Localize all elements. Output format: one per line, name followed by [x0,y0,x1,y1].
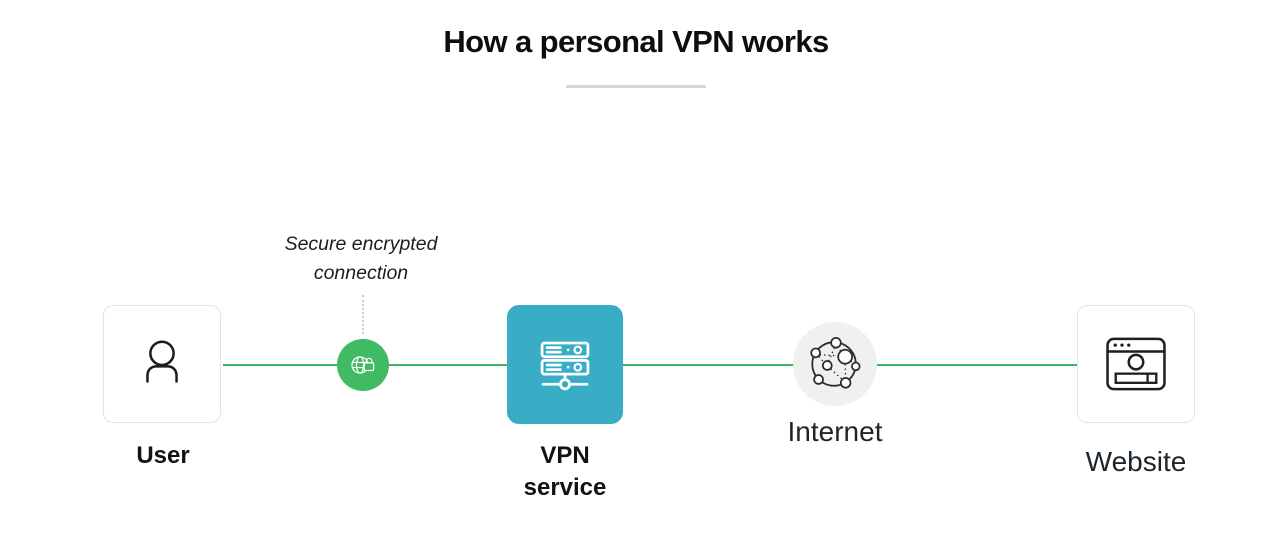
connection-line [223,364,1077,366]
user-label: User [136,442,190,469]
vpn-service-node [507,305,623,424]
title-divider [566,85,706,88]
secure-connection-node [337,339,389,391]
server-network-icon [532,332,598,398]
internet-node [793,322,877,406]
person-icon [131,333,193,395]
internet-label: Internet [787,416,883,447]
vpn-service-label: VPN service [523,442,607,501]
secure-connection-label: Secure encrypted connection [284,233,438,284]
dotted-connector [362,295,364,334]
page-title: How a personal VPN works [443,24,829,59]
user-node [103,305,221,423]
browser-window-icon [1105,336,1167,392]
globe-lock-icon [346,348,380,382]
website-node [1077,305,1195,423]
website-label: Website [1085,446,1187,477]
network-nodes-icon [806,335,864,393]
